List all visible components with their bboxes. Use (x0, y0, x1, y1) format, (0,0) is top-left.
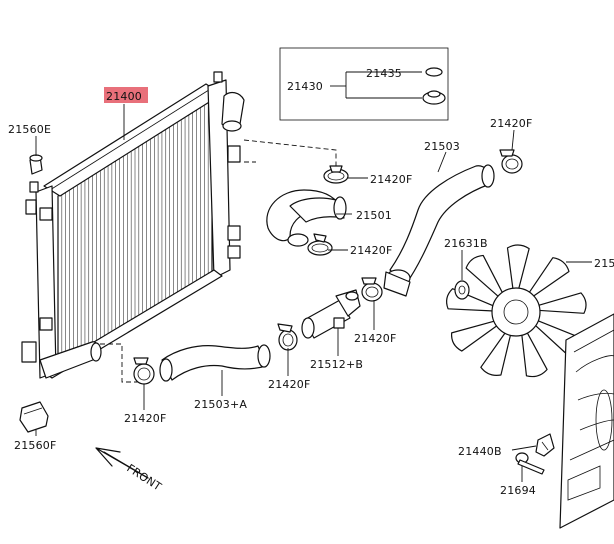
label-21430[interactable]: 21430 (287, 80, 323, 93)
label-21503a[interactable]: 21503+A (194, 398, 247, 411)
grommet-21560f[interactable] (19, 401, 49, 433)
clip-21440b[interactable] (535, 433, 555, 457)
label-21501[interactable]: 21501 (356, 209, 392, 222)
fan-blade (527, 257, 570, 298)
label-21435[interactable]: 21435 (366, 67, 402, 80)
cap-21435[interactable] (425, 67, 443, 77)
fan-shroud[interactable] (559, 313, 614, 529)
fan-blade (520, 329, 548, 378)
label-2150[interactable]: 2150 (594, 257, 614, 270)
radiator[interactable] (21, 71, 245, 379)
label-21512b[interactable]: 21512+B (310, 358, 363, 371)
label-21560e[interactable]: 21560E (8, 123, 51, 136)
right-bracket-upper (227, 145, 241, 163)
pipe-21512b[interactable] (301, 289, 361, 339)
hose-clamp-3[interactable] (499, 149, 523, 174)
lower-hose-21503a[interactable] (161, 345, 267, 381)
label-21631b[interactable]: 21631B (444, 237, 488, 250)
label-21420f-c[interactable]: 21420F (490, 117, 533, 130)
leader-lines (35, 104, 592, 482)
left-bracket-lower (21, 341, 37, 363)
label-21420f-f[interactable]: 21420F (124, 412, 167, 425)
hose-clamp-5[interactable] (133, 357, 155, 385)
fan-hub (491, 287, 541, 337)
fan-blade (536, 292, 587, 314)
hose-clamp-6[interactable] (277, 323, 298, 351)
highlight-21400 (104, 87, 148, 103)
label-21420f-a[interactable]: 21420F (370, 173, 413, 186)
hose-clamp-4[interactable] (361, 277, 383, 302)
hose-clamp-1[interactable] (323, 165, 349, 184)
label-front: FRONT (124, 462, 164, 494)
label-21440b[interactable]: 21440B (458, 445, 502, 458)
label-21420f-d[interactable]: 21420F (354, 332, 397, 345)
label-21560f[interactable]: 21560F (14, 439, 57, 452)
left-bracket-upper (25, 199, 37, 215)
fan-blade (446, 288, 496, 312)
reservoir-cap[interactable] (422, 90, 446, 105)
label-21420f-e[interactable]: 21420F (268, 378, 311, 391)
radiator-core-fins (57, 98, 213, 370)
grommet-21560e[interactable] (29, 154, 43, 175)
label-21420f-b[interactable]: 21420F (350, 244, 393, 257)
fan-nut-21631b[interactable] (454, 280, 470, 300)
fan-blade (465, 254, 505, 299)
fan-blade (450, 320, 500, 352)
fan-blade (480, 330, 512, 376)
label-21400[interactable]: 21400 (106, 90, 142, 103)
reservoir-inset-box (279, 47, 449, 121)
label-21503[interactable]: 21503 (424, 140, 460, 153)
fan-blade (506, 244, 530, 292)
hose-clamp-2[interactable] (307, 233, 333, 256)
bolt-21694[interactable] (515, 452, 545, 475)
front-arrow (95, 447, 149, 479)
label-21694[interactable]: 21694 (500, 484, 536, 497)
